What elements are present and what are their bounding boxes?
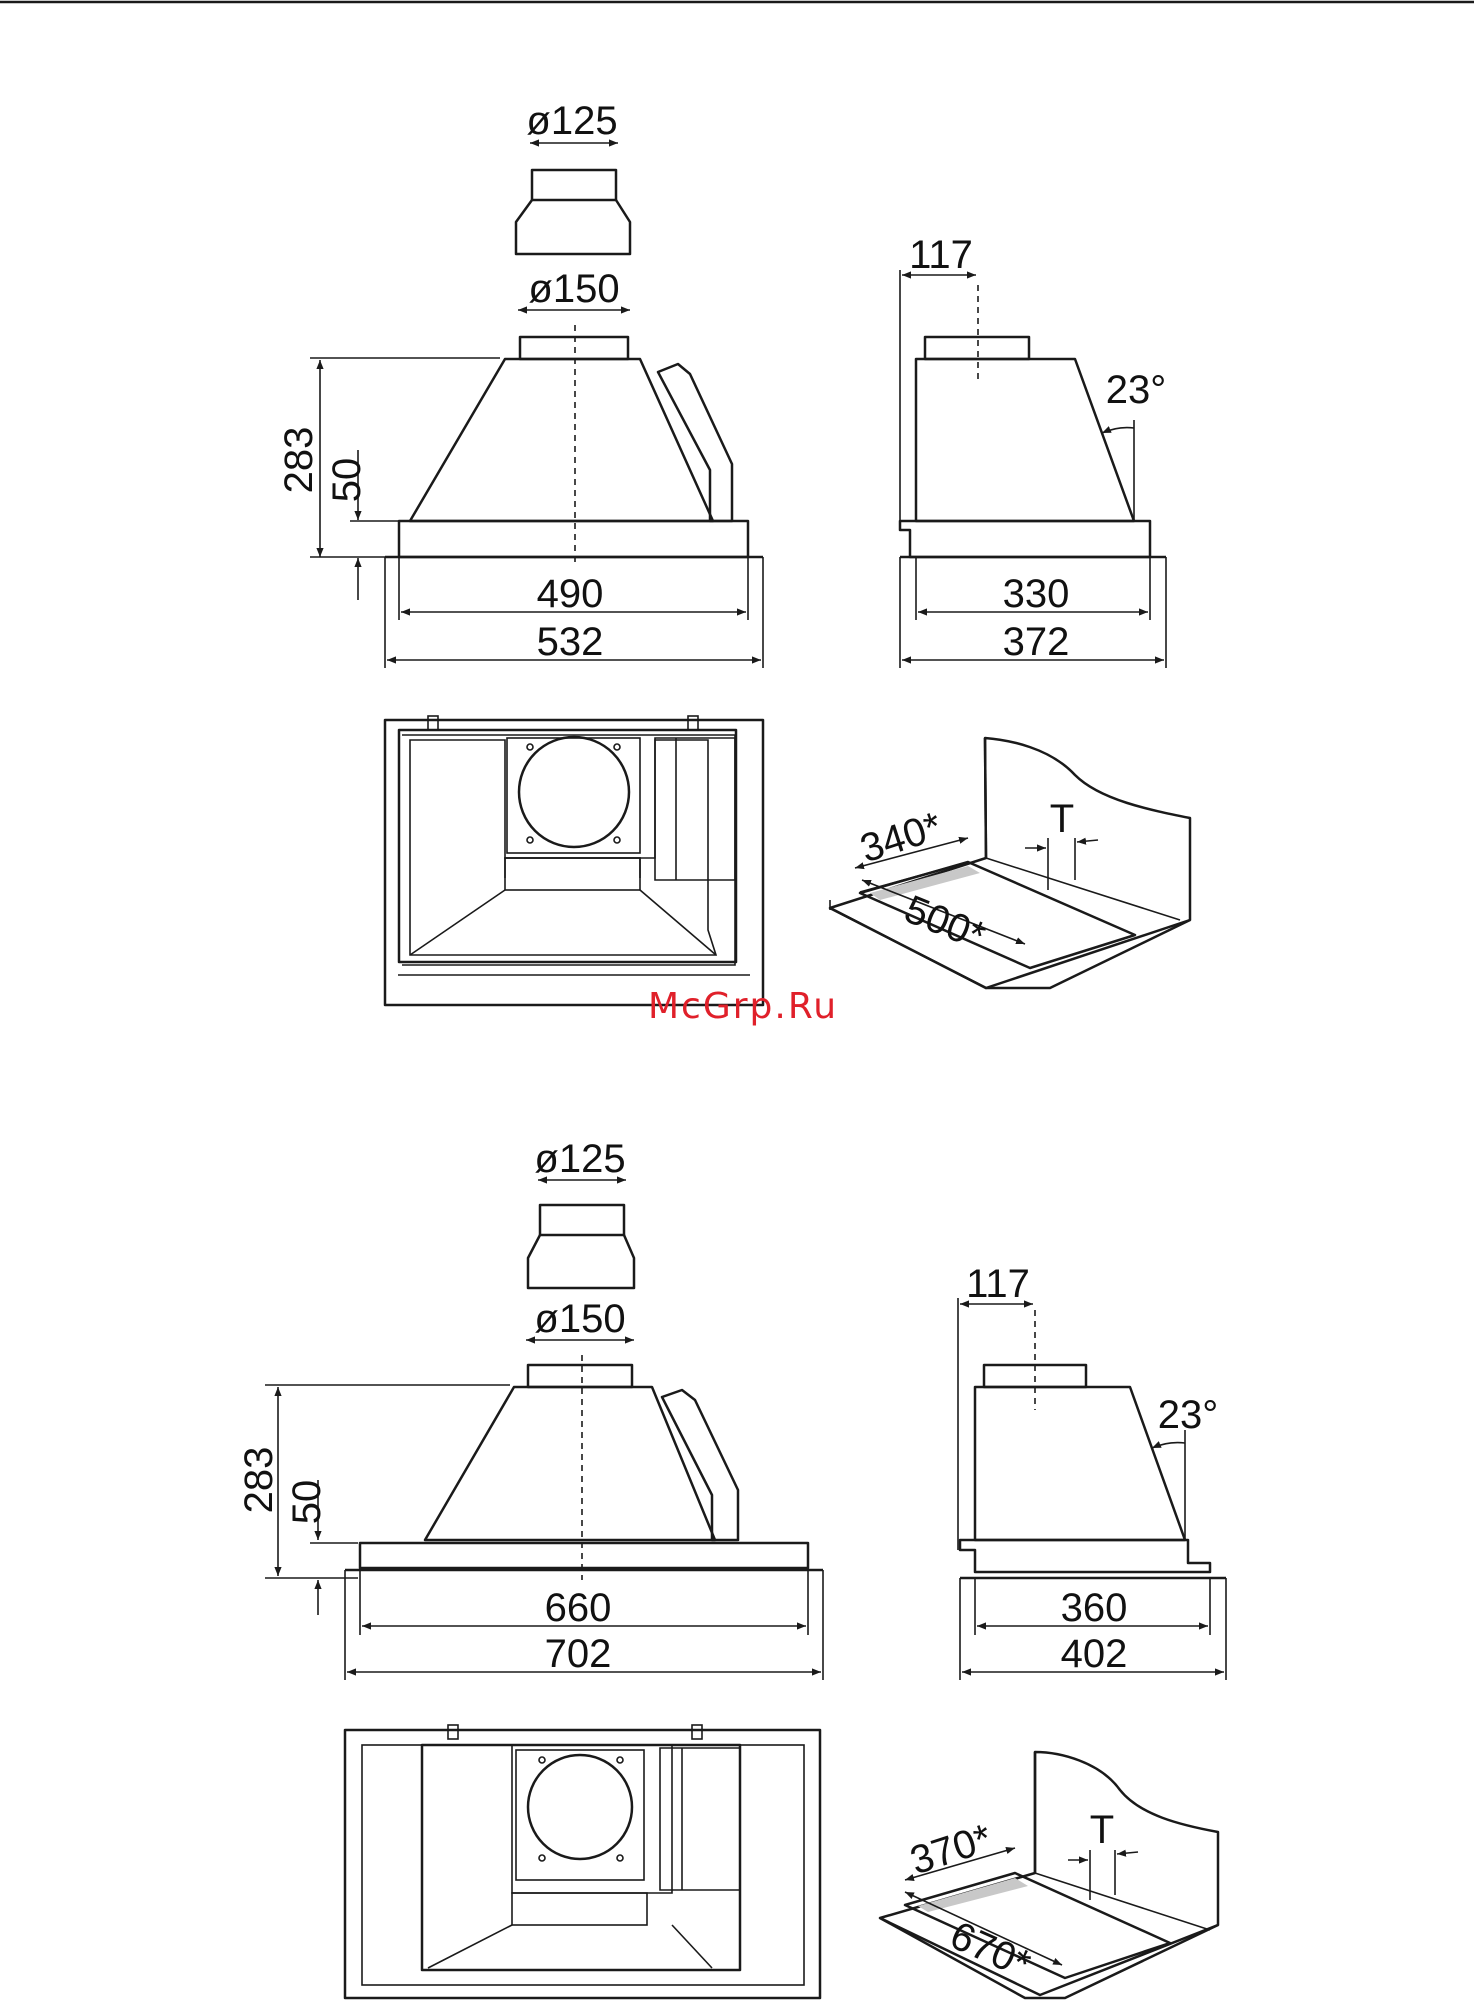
- thickness-arrow-right: [1077, 840, 1098, 842]
- outer-depth-label: 372: [1003, 620, 1070, 664]
- angle-arc: [1102, 428, 1134, 433]
- thickness-label: T: [1050, 797, 1074, 841]
- side-body: [916, 359, 1134, 521]
- adapter-body: [528, 1235, 634, 1288]
- cutout-shade: [918, 1878, 1028, 1912]
- funnel-corner-right: [640, 890, 716, 955]
- mount-clip: [448, 1725, 458, 1739]
- hood-body: [410, 359, 713, 521]
- outlet-dia-label: ø150: [528, 267, 619, 311]
- mount-clip: [428, 716, 438, 730]
- screw: [617, 1757, 623, 1763]
- cutout-depth-label: 340*: [855, 804, 947, 871]
- offset-label: 117: [966, 1262, 1030, 1306]
- shelf-front: [880, 1918, 1218, 1995]
- duct-channel: [655, 738, 735, 880]
- screw: [539, 1757, 545, 1763]
- offset-label: 117: [909, 233, 973, 277]
- motor-plate: [516, 1750, 644, 1880]
- side-base: [900, 521, 1150, 557]
- funnel-corner-left: [410, 890, 505, 955]
- lip-label: 50: [285, 1480, 329, 1525]
- screw: [539, 1855, 545, 1861]
- inner-width-label: 490: [537, 572, 604, 616]
- lip-label: 50: [325, 458, 369, 503]
- fan-opening: [528, 1755, 632, 1859]
- cutout-depth-label: 370*: [905, 1816, 997, 1883]
- inner-depth-label: 330: [1003, 572, 1070, 616]
- wall-bottom-edge: [986, 858, 1180, 920]
- outlet-dia-label: ø150: [534, 1297, 625, 1341]
- model-a-front-view: ø125 ø150 283 50 490 532: [277, 99, 763, 668]
- bottom-housing: [422, 1745, 740, 1970]
- outer-width-label: 532: [537, 620, 604, 664]
- screw: [614, 744, 620, 750]
- motor-plate: [507, 738, 640, 853]
- cutout-width-label: 670*: [944, 1913, 1037, 1987]
- hood-base: [399, 521, 748, 557]
- inner-depth-label: 360: [1061, 1586, 1128, 1630]
- funnel-corner-right: [672, 1925, 712, 1968]
- inner-width-label: 660: [545, 1586, 612, 1630]
- screw: [614, 837, 620, 843]
- adapter-collar: [540, 1205, 624, 1235]
- screw: [527, 744, 533, 750]
- side-body: [975, 1387, 1185, 1540]
- cutout-outline: [905, 1873, 1170, 1978]
- adapter-body: [516, 200, 630, 254]
- outlet-collar: [520, 337, 628, 359]
- adapter-dia-label: ø125: [534, 1137, 625, 1181]
- bottom-funnel-edge: [505, 858, 640, 878]
- bottom-inner-frame: [362, 1745, 804, 1985]
- hood-base: [360, 1543, 808, 1568]
- model-a-bottom-view: [385, 716, 763, 1005]
- angle-label: 23°: [1106, 368, 1167, 412]
- model-b-cutout: 370* 670* T: [880, 1752, 1218, 1998]
- fan-opening: [519, 737, 629, 847]
- side-collar: [925, 337, 1029, 359]
- angle-label: 23°: [1158, 1393, 1219, 1437]
- angle-arc: [1152, 1443, 1185, 1448]
- height-label: 283: [237, 1447, 281, 1514]
- mount-clip: [688, 716, 698, 730]
- bottom-panel: [505, 858, 640, 890]
- adapter-collar: [532, 170, 616, 200]
- bottom-panel: [512, 1893, 647, 1925]
- cutout-width-label: 500*: [898, 887, 991, 959]
- wall-edge: [985, 738, 986, 858]
- outlet-collar: [528, 1365, 632, 1387]
- adapter-dia-label: ø125: [526, 99, 617, 143]
- model-b-bottom-view: [345, 1725, 820, 1998]
- screw: [617, 1855, 623, 1861]
- thickness-label: T: [1090, 1808, 1114, 1852]
- outer-depth-label: 402: [1061, 1632, 1128, 1676]
- side-duct: [658, 364, 732, 521]
- model-b-side-view: 117 23° 360 402: [958, 1262, 1226, 1680]
- model-a-cutout: 340* 500* T: [830, 738, 1190, 988]
- side-base: [960, 1540, 1210, 1572]
- model-b-front-view: ø125 ø150 283 50 660 702: [237, 1137, 823, 1680]
- side-duct: [662, 1390, 738, 1540]
- outer-width-label: 702: [545, 1632, 612, 1676]
- height-label: 283: [277, 427, 321, 494]
- watermark: McGrp.Ru: [648, 986, 838, 1027]
- mount-clip: [692, 1725, 702, 1739]
- bottom-frame-inset: [402, 735, 735, 965]
- model-a-side-view: 117 23° 330 372: [900, 233, 1166, 668]
- bottom-outer-frame: [345, 1730, 820, 1998]
- funnel-corner-left: [428, 1925, 512, 1968]
- hood-body: [425, 1387, 715, 1540]
- thickness-arrow-right: [1117, 1852, 1138, 1854]
- shelf-front: [830, 908, 1190, 988]
- screw: [527, 837, 533, 843]
